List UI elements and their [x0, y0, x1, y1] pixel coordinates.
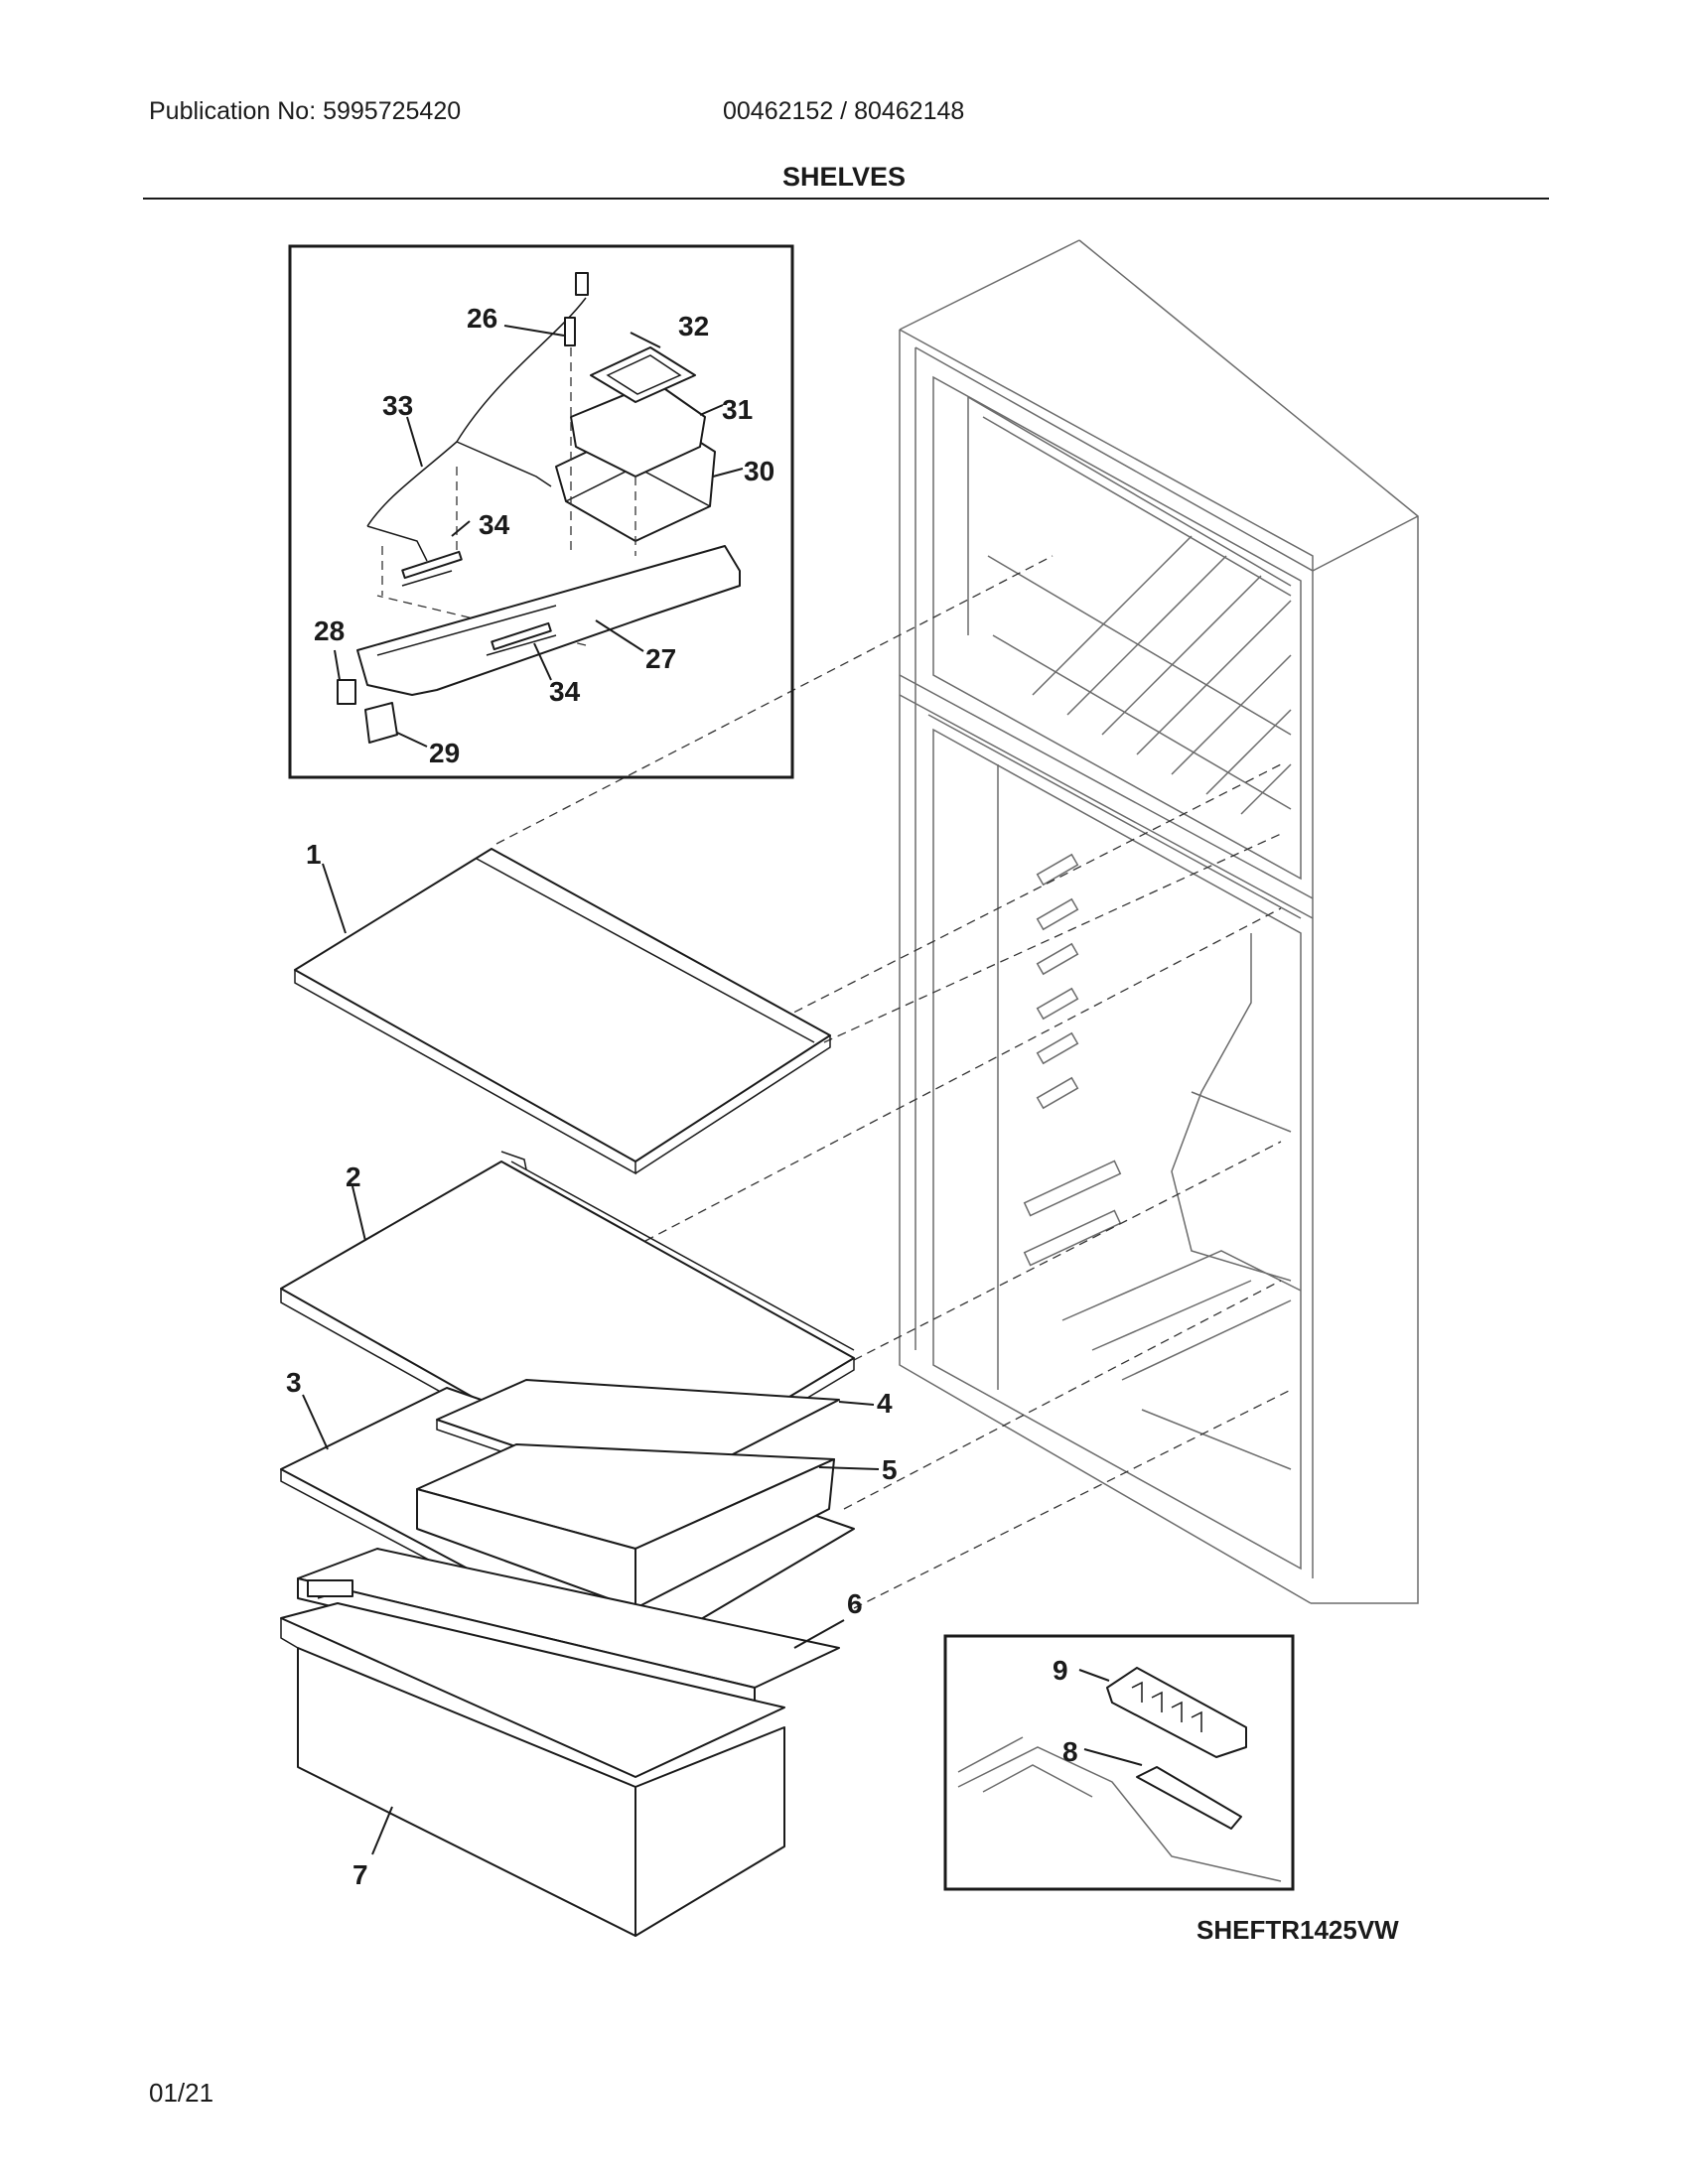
callout-2: 2	[346, 1161, 361, 1192]
page-number: 01/21	[149, 2078, 214, 2108]
detail-box-bottom: 9 8	[943, 1634, 1295, 1891]
callout-34-upper: 34	[479, 509, 510, 540]
detail-box-top: 26 32 31 30 33 34 27 34 28 29	[288, 244, 794, 779]
part-7-crisper-pan: 7	[280, 1579, 785, 1937]
header-rule	[143, 198, 1549, 200]
part-1-shelf: 1	[294, 839, 831, 1175]
callout-4: 4	[877, 1388, 893, 1419]
callout-30: 32	[678, 311, 709, 341]
callout-8: 8	[1062, 1736, 1078, 1767]
refrigerator-cabinet	[899, 239, 1419, 1604]
freezer-shelf-ribs	[987, 535, 1292, 815]
callout-34-lower: 34	[549, 676, 581, 707]
callout-3: 3	[286, 1367, 302, 1398]
alignment-lines	[376, 555, 1292, 1609]
callout-7: 7	[352, 1859, 368, 1890]
callout-32: 29	[429, 738, 460, 768]
callout-6: 6	[847, 1588, 863, 1619]
callout-31: 28	[314, 615, 345, 646]
callout-27: 27	[645, 643, 676, 674]
part-5-crisper-drawer: 5	[416, 1443, 898, 1609]
callout-33: 33	[382, 390, 413, 421]
shelf-supports	[1023, 853, 1122, 1267]
callout-5: 5	[882, 1454, 898, 1485]
callout-29: 31	[722, 394, 753, 425]
callout-28: 30	[744, 456, 774, 486]
callout-9: 9	[1053, 1655, 1068, 1686]
callout-26: 26	[467, 303, 497, 334]
section-title: SHELVES	[781, 162, 907, 192]
callout-1: 1	[306, 839, 322, 870]
drawing-code: SHEFTR1425VW	[1196, 1915, 1399, 1945]
publication-number: Publication No: 5995725420	[149, 97, 462, 125]
model-numbers: 00462152 / 80462148	[723, 97, 965, 125]
